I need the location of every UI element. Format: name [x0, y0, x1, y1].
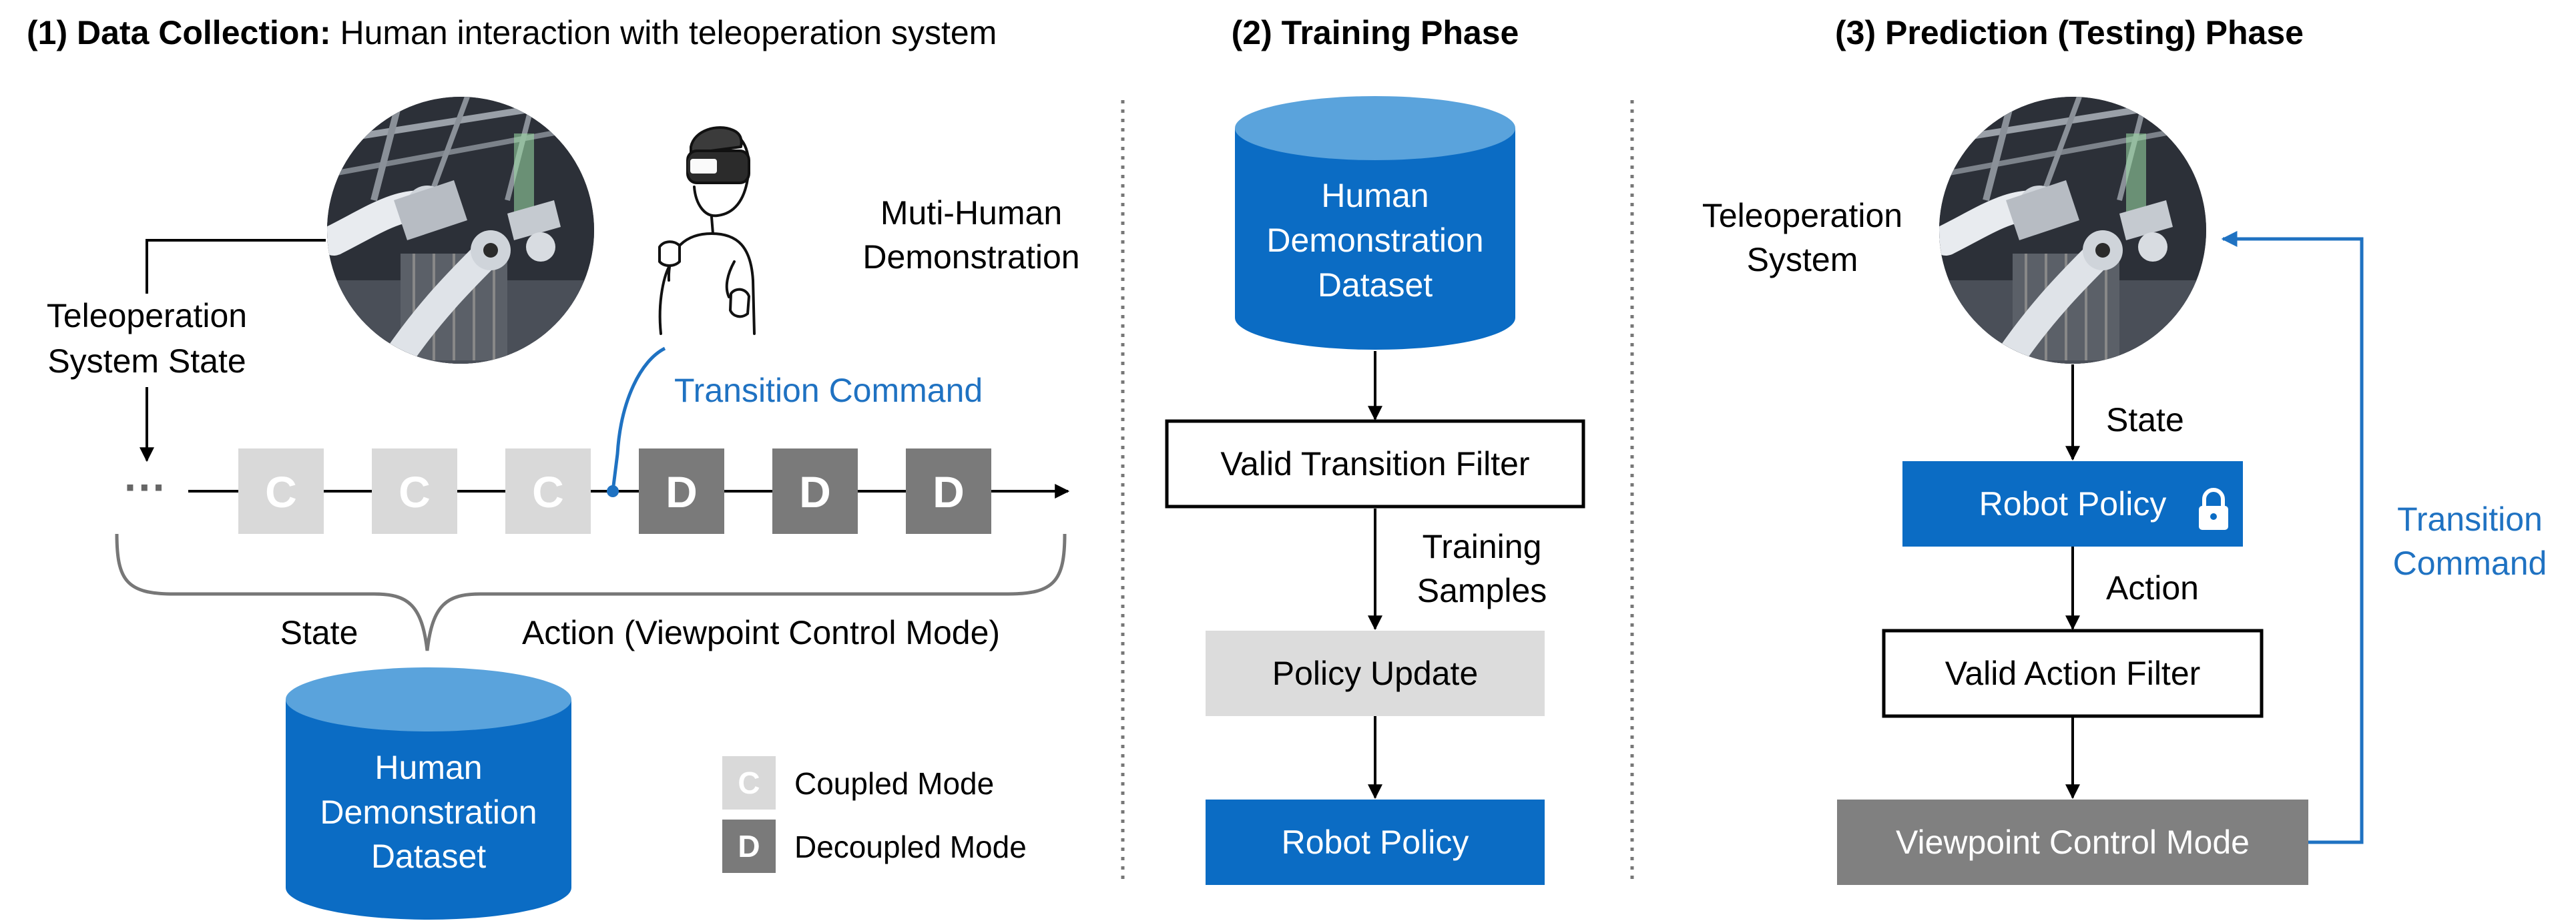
valid-transition-filter-label: Valid Transition Filter [1220, 445, 1529, 483]
lock-icon [2199, 488, 2228, 530]
demo-dataset-cylinder-1: Human Demonstration Dataset [286, 667, 571, 920]
mode-letter: C [399, 467, 431, 517]
mode-letter: D [666, 467, 698, 517]
viewpoint-control-mode-box [1837, 800, 2308, 885]
valid-transition-filter-box [1165, 419, 1585, 509]
mode-letter: D [933, 467, 965, 517]
system-state-label-2: System State [47, 342, 246, 380]
brace-state-label: State [280, 614, 358, 651]
legend-coupled-label: Coupled Mode [794, 766, 994, 801]
decoupled-mode-box [906, 448, 991, 534]
valid-action-filter-box [1882, 629, 2264, 718]
training-samples-label-1: Training [1423, 528, 1542, 565]
curly-brace [115, 533, 1067, 651]
legend-decoupled-label: Decoupled Mode [794, 830, 1027, 864]
legend-decoupled-swatch [722, 820, 776, 873]
robot-policy-label-p3: Robot Policy [1979, 485, 2167, 523]
teleoperation-scene-image-2 [1939, 97, 2206, 364]
panel1-title: (1) Data Collection: Human interaction w… [27, 14, 997, 51]
legend-coupled-swatch [722, 756, 776, 810]
decoupled-mode-box [639, 448, 724, 534]
mode-letter: C [532, 467, 564, 517]
robot-policy-box-p3 [1902, 461, 2243, 547]
vr-person-icon [658, 126, 756, 335]
dataset1-label-1: Human [374, 749, 482, 786]
transition-point [607, 485, 619, 497]
action-label-p3: Action [2106, 569, 2199, 607]
state-link [146, 239, 326, 294]
mode-letter: D [799, 467, 831, 517]
brace-action-label: Action (Viewpoint Control Mode) [522, 614, 1000, 651]
teleop-system-label-2: System [1747, 241, 1858, 278]
viewpoint-control-mode-label: Viewpoint Control Mode [1896, 824, 2250, 861]
system-state-label-1: Teleoperation [47, 297, 247, 334]
sequence-ellipsis: ··· [124, 463, 167, 511]
dataset2-label-2: Demonstration [1266, 222, 1483, 259]
state-label-p3: State [2106, 401, 2184, 438]
robot-policy-label-p2: Robot Policy [1282, 824, 1469, 861]
panel3-title: (3) Prediction (Testing) Phase [1835, 14, 2304, 51]
human-demo-label-1: Muti-Human [880, 194, 1062, 232]
policy-update-label: Policy Update [1272, 655, 1479, 692]
policy-update-box [1206, 631, 1545, 716]
coupled-mode-box [238, 448, 324, 534]
transition-command-line [611, 346, 666, 492]
dataset2-label-3: Dataset [1318, 266, 1433, 304]
training-samples-label-2: Samples [1417, 572, 1547, 609]
transition-command-label: Transition Command [674, 372, 983, 409]
coupled-mode-box [372, 448, 457, 534]
legend-decoupled-letter: D [738, 829, 760, 864]
teleop-system-label-1: Teleoperation [1702, 197, 1902, 234]
decoupled-mode-box [772, 448, 858, 534]
robot-policy-box-p2 [1206, 800, 1545, 885]
dataset1-label-2: Demonstration [320, 794, 537, 831]
transition-command-label-p3-1: Transition [2397, 501, 2543, 538]
teleoperation-scene-image [327, 97, 594, 364]
human-demo-label-2: Demonstration [862, 238, 1079, 276]
transition-feedback-arrow [2221, 231, 2364, 844]
coupled-mode-box [505, 448, 591, 534]
valid-action-filter-label: Valid Action Filter [1945, 655, 2201, 692]
demo-dataset-cylinder-2: Human Demonstration Dataset [1235, 96, 1515, 350]
legend: C Coupled Mode D Decoupled Mode [722, 756, 1027, 873]
legend-coupled-letter: C [738, 765, 760, 800]
panel2-title: (2) Training Phase [1232, 14, 1519, 51]
dataset1-label-3: Dataset [371, 838, 486, 875]
dataset2-label-1: Human [1321, 177, 1429, 214]
mode-letter: C [265, 467, 297, 517]
transition-command-label-p3-2: Command [2393, 545, 2547, 582]
